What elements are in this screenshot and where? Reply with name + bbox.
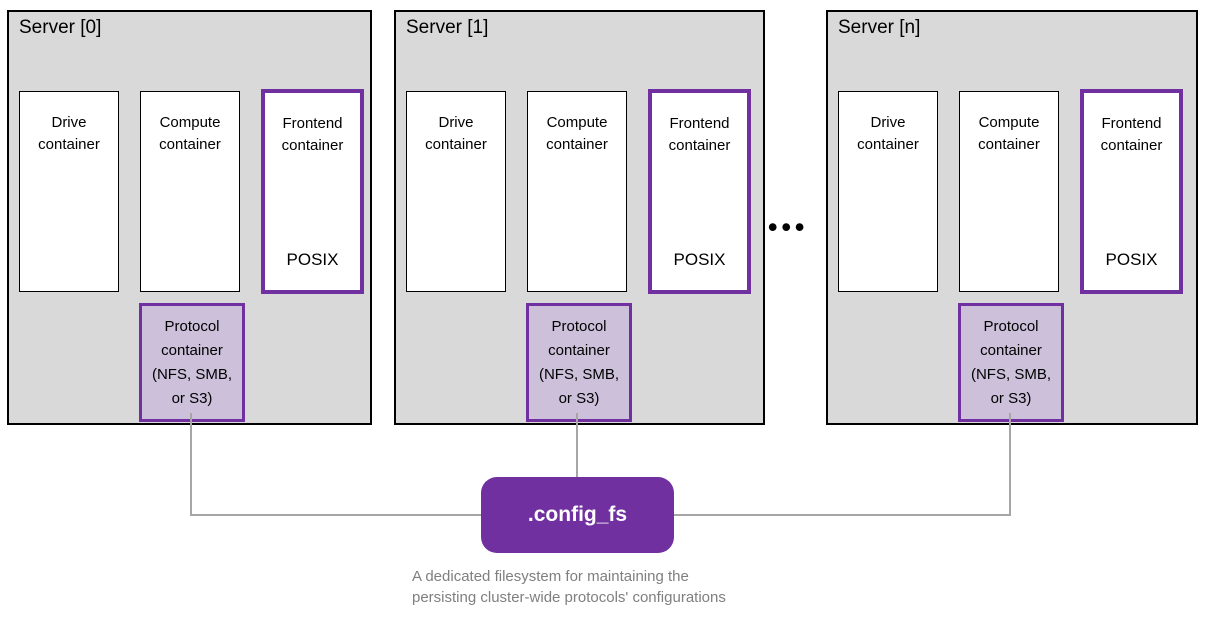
server-0-compute-container: Compute container	[140, 91, 240, 292]
server-1-frontend-container: Frontend container POSIX	[648, 89, 751, 294]
frontend-container-label: Frontend container	[1100, 115, 1163, 154]
server-0-frontend-container: Frontend container POSIX	[261, 89, 364, 294]
connector-line-server1	[576, 413, 578, 477]
connector-line-server0	[190, 413, 192, 516]
server-0-drive-container: Drive container	[19, 91, 119, 292]
server-0-box: Server [0] Drive container Compute conta…	[7, 10, 372, 425]
server-1-box: Server [1] Drive container Compute conta…	[394, 10, 765, 425]
compute-container-label: Compute container	[546, 114, 608, 153]
connector-line-servern	[1009, 413, 1011, 516]
posix-label: POSIX	[286, 250, 339, 269]
server-0-protocol-container: Protocol container (NFS, SMB, or S3)	[139, 303, 245, 422]
server-n-compute-container: Compute container	[959, 91, 1059, 292]
server-0-title: Server [0]	[19, 17, 102, 38]
server-1-protocol-container: Protocol container (NFS, SMB, or S3)	[526, 303, 632, 422]
more-servers-ellipsis: •••	[768, 212, 809, 242]
server-n-drive-container: Drive container	[838, 91, 938, 292]
frontend-container-label: Frontend container	[668, 115, 731, 154]
server-1-drive-container: Drive container	[406, 91, 506, 292]
protocol-container-label: Protocol container (NFS, SMB, or S3)	[970, 318, 1051, 407]
connector-line-left-horizontal	[190, 514, 481, 516]
server-1-title: Server [1]	[406, 17, 489, 38]
posix-label: POSIX	[1105, 250, 1158, 269]
server-n-protocol-container: Protocol container (NFS, SMB, or S3)	[958, 303, 1064, 422]
server-n-title: Server [n]	[838, 17, 921, 38]
server-n-box: Server [n] Drive container Compute conta…	[826, 10, 1198, 425]
drive-container-label: Drive container	[38, 114, 100, 153]
compute-container-label: Compute container	[159, 114, 221, 153]
connector-line-right-horizontal	[674, 514, 1011, 516]
frontend-container-label: Frontend container	[281, 115, 344, 154]
server-n-frontend-container: Frontend container POSIX	[1080, 89, 1183, 294]
drive-container-label: Drive container	[857, 114, 919, 153]
config-fs-label: .config_fs	[527, 503, 628, 526]
compute-container-label: Compute container	[978, 114, 1040, 153]
posix-label: POSIX	[673, 250, 726, 269]
config-fs-node: .config_fs	[481, 477, 674, 553]
server-1-compute-container: Compute container	[527, 91, 627, 292]
protocol-container-label: Protocol container (NFS, SMB, or S3)	[538, 318, 619, 407]
protocol-container-label: Protocol container (NFS, SMB, or S3)	[151, 318, 232, 407]
drive-container-label: Drive container	[425, 114, 487, 153]
config-fs-caption: A dedicated filesystem for maintaining t…	[412, 568, 726, 606]
